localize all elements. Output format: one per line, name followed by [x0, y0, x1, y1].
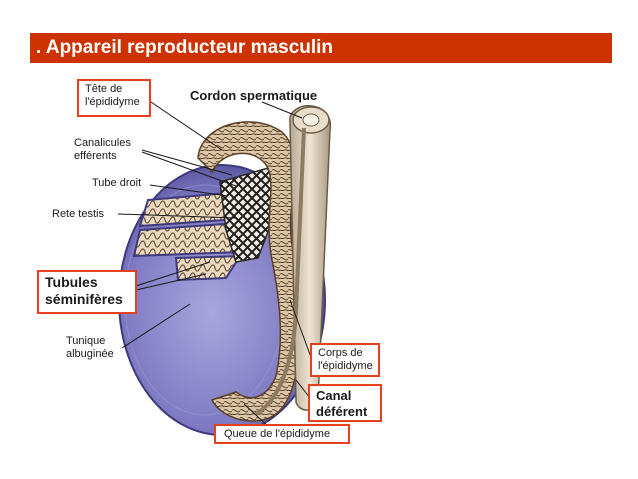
label-canalicules-efferents: Canalicules efférents: [74, 137, 131, 162]
slide-title: . Appareil reproducteur masculin: [30, 33, 612, 63]
label-canal-deferent: Canal déférent: [308, 384, 382, 422]
label-tube-droit: Tube droit: [92, 177, 142, 189]
label-tubules-seminiferes: Tubules séminifères: [37, 270, 137, 314]
label-tunique-albuginee: Tunique albuginée: [66, 335, 114, 360]
label-corps-epididyme: Corps de l'épididyme: [310, 343, 380, 377]
label-cordon-spermatique: Cordon spermatique: [190, 88, 318, 103]
leader-lines: [117, 99, 313, 429]
label-queue-epididyme: Queue de l'épididyme: [214, 424, 350, 444]
label-rete-testis: Rete testis: [52, 208, 104, 220]
label-tete-epididyme: Tête de l'épididyme: [77, 79, 151, 117]
